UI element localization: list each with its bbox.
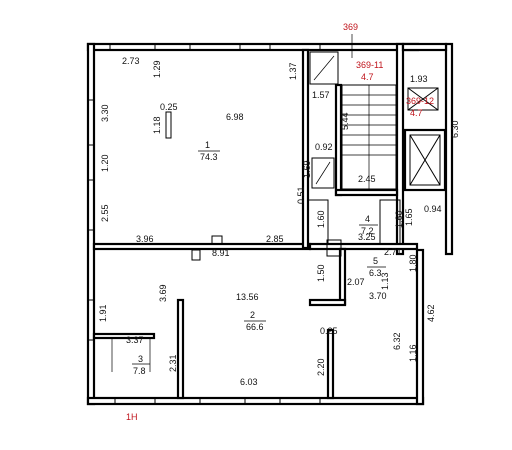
svg-text:6.3: 6.3 [369,268,382,278]
svg-text:3.37: 3.37 [126,335,144,345]
svg-text:1.69: 1.69 [302,160,312,178]
svg-text:4: 4 [365,214,370,224]
stair-flight [341,84,397,190]
svg-text:2.45: 2.45 [358,174,376,184]
dimension-labels: 2.73 1.29 1.37 1.57 0.25 6.98 1.18 3.30 … [98,56,460,387]
svg-text:3.70: 3.70 [369,291,387,301]
svg-text:1.16: 1.16 [408,344,418,362]
svg-text:1.57: 1.57 [312,90,330,100]
svg-text:66.6: 66.6 [246,322,264,332]
svg-text:1.65: 1.65 [404,208,414,226]
svg-text:1.50: 1.50 [316,264,326,282]
svg-text:2: 2 [250,310,255,320]
svg-text:3.30: 3.30 [100,104,110,122]
svg-text:1.60: 1.60 [394,210,404,228]
ref-b-marker: 369-12 [406,96,434,106]
svg-text:2.73: 2.73 [122,56,140,66]
room-6-label: 4.7 4.7 [361,72,423,118]
svg-text:1.37: 1.37 [288,62,298,80]
room-4-label: 4 7.2 [359,214,378,236]
bottom-ref-marker: 1H [126,412,138,422]
svg-text:6.03: 6.03 [240,377,258,387]
svg-text:1.20: 1.20 [100,154,110,172]
room-1-label: 1 74.3 [198,140,220,162]
outer-walls [86,42,454,406]
lift-shaft [407,87,441,186]
svg-text:0.25: 0.25 [320,326,338,336]
svg-text:2.31: 2.31 [168,354,178,372]
svg-text:74.3: 74.3 [200,152,218,162]
svg-text:6.98: 6.98 [226,112,244,122]
svg-text:5: 5 [373,256,378,266]
svg-text:2.55: 2.55 [100,204,110,222]
room-5-label: 5 6.3 [367,256,386,278]
svg-text:1.60: 1.60 [316,210,326,228]
ref-a-marker: 369-11 [356,60,383,70]
svg-text:3.69: 3.69 [158,284,168,302]
svg-text:7.2: 7.2 [361,226,374,236]
svg-text:4.7: 4.7 [361,72,374,82]
svg-text:0.92: 0.92 [315,142,333,152]
svg-text:7.8: 7.8 [133,366,146,376]
svg-text:3: 3 [138,354,143,364]
windows [87,43,321,405]
svg-text:8.91: 8.91 [212,248,230,258]
svg-text:3.25: 3.25 [358,232,376,242]
svg-text:0.51: 0.51 [296,186,306,204]
svg-text:1.29: 1.29 [152,60,162,78]
svg-text:4.62: 4.62 [426,304,436,322]
doors [111,199,401,372]
svg-text:6.32: 6.32 [392,332,402,350]
svg-text:1.18: 1.18 [152,116,162,134]
svg-text:3.96: 3.96 [136,234,154,244]
svg-text:2.85: 2.85 [266,234,284,244]
svg-text:2.07: 2.07 [347,277,365,287]
svg-text:2.71: 2.71 [384,247,402,257]
svg-text:2.20: 2.20 [316,358,326,376]
svg-text:0.94: 0.94 [424,204,442,214]
svg-text:1.91: 1.91 [98,304,108,322]
top-ref-marker: 369 [343,22,358,32]
shafts [165,51,342,261]
room-2-label: 2 66.6 [244,310,266,332]
svg-text:0.25: 0.25 [160,102,178,112]
svg-text:6.30: 6.30 [450,120,460,138]
svg-text:1: 1 [205,140,210,150]
svg-text:1.13: 1.13 [380,272,390,290]
room-3-label: 3 7.8 [132,354,150,376]
svg-text:13.56: 13.56 [236,292,259,302]
svg-text:4.7: 4.7 [410,108,423,118]
svg-text:1.80: 1.80 [408,254,418,272]
svg-text:1.93: 1.93 [410,74,428,84]
svg-text:5.44: 5.44 [340,112,350,130]
